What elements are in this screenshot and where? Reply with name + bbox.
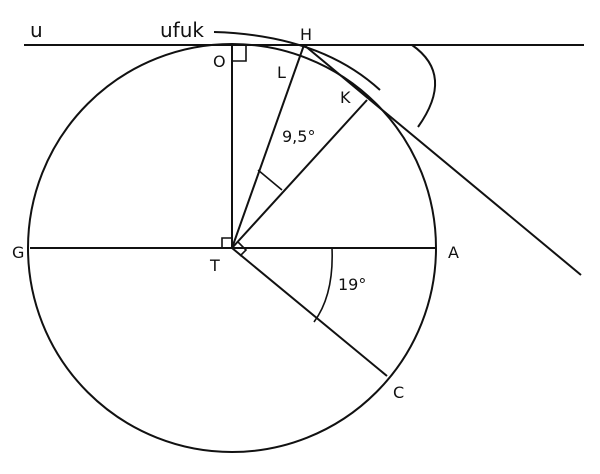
right-angle-mark-o bbox=[232, 45, 247, 62]
ufuk-arc bbox=[213, 31, 381, 91]
line-tc bbox=[231, 247, 388, 377]
right-angle-mark-t bbox=[221, 237, 232, 248]
right-angle-mark-tc bbox=[237, 241, 248, 257]
label-a: A bbox=[448, 243, 459, 262]
label-c: C bbox=[393, 383, 404, 402]
label-h: H bbox=[300, 25, 312, 44]
label-angle-atc: 19° bbox=[338, 275, 366, 294]
angle-arc-htk bbox=[257, 169, 283, 191]
label-t: T bbox=[209, 256, 220, 275]
angle-arc-atc bbox=[313, 247, 333, 323]
label-k: K bbox=[340, 88, 351, 107]
dip-angle-arc bbox=[411, 44, 437, 128]
line-th bbox=[231, 44, 305, 249]
label-l: L bbox=[277, 63, 286, 82]
label-o: O bbox=[213, 52, 226, 71]
label-angle-htk: 9,5° bbox=[282, 127, 315, 146]
line-hk-extended bbox=[303, 44, 582, 276]
line-tk bbox=[231, 99, 368, 249]
label-ufuk: ufuk bbox=[160, 18, 204, 42]
label-g: G bbox=[12, 243, 24, 262]
label-u: u bbox=[30, 18, 43, 42]
